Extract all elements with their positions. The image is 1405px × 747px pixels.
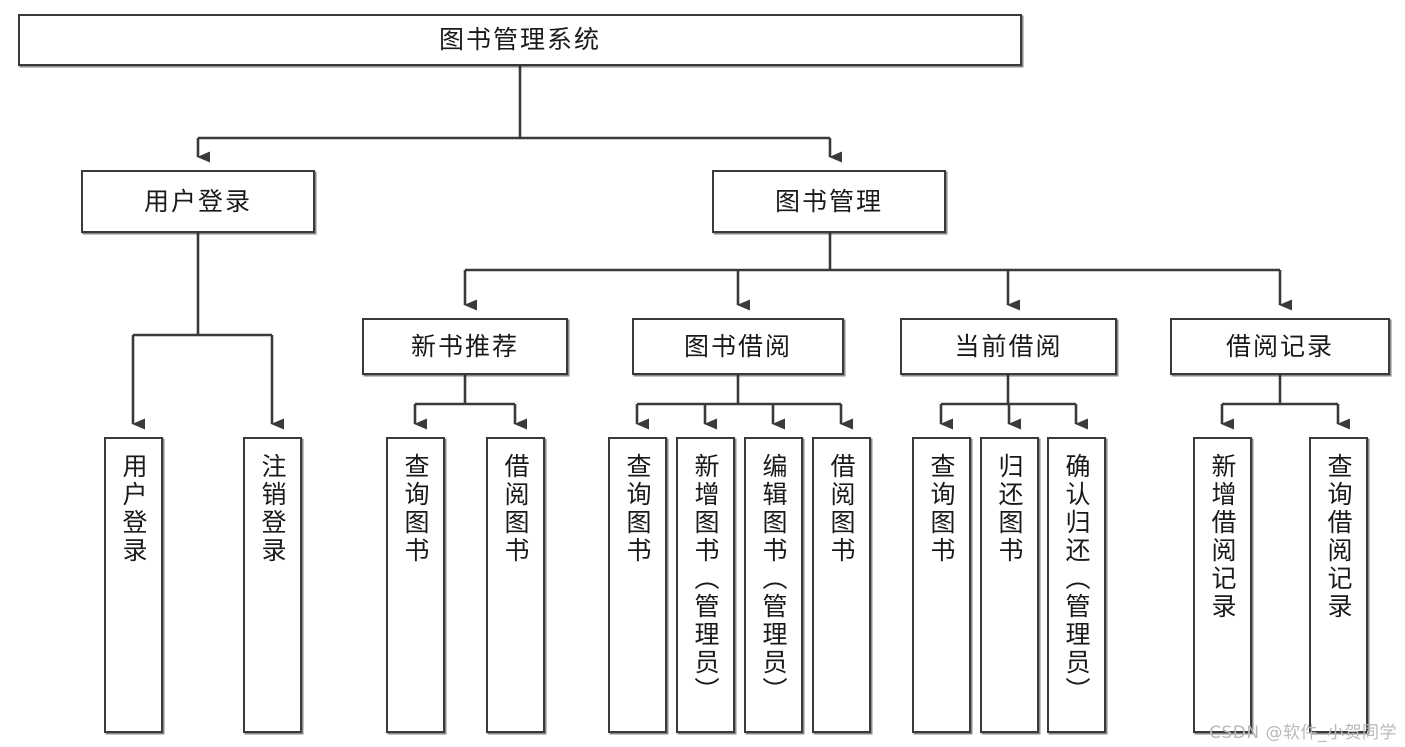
node-label: 新增图书（管理员） (691, 453, 720, 705)
node-label: 当前借阅 (954, 331, 1063, 361)
node-label: 借阅图书 (501, 453, 530, 565)
node-label: 确认归还（管理员） (1062, 453, 1091, 705)
node-book-management[interactable]: 图书管理 (712, 170, 946, 233)
leaf-borrow-record-query[interactable]: 查询借阅记录 (1309, 437, 1368, 733)
node-label: 图书管理 (774, 186, 883, 216)
node-label: 用户登录 (119, 453, 148, 565)
node-label: 查询借阅记录 (1324, 453, 1353, 621)
leaf-user-login-login[interactable]: 用户登录 (104, 437, 163, 733)
node-borrow-record[interactable]: 借阅记录 (1170, 318, 1390, 375)
leaf-current-borrow-query[interactable]: 查询图书 (912, 437, 971, 733)
node-new-book-recommend[interactable]: 新书推荐 (362, 318, 568, 375)
node-label: 新增借阅记录 (1208, 453, 1237, 621)
leaf-book-borrow-add[interactable]: 新增图书（管理员） (676, 437, 735, 733)
leaf-new-book-borrow[interactable]: 借阅图书 (486, 437, 545, 733)
node-label: 借阅记录 (1225, 331, 1334, 361)
leaf-book-borrow-borrow[interactable]: 借阅图书 (812, 437, 871, 733)
node-label: 查询图书 (401, 453, 430, 565)
node-book-borrow[interactable]: 图书借阅 (632, 318, 844, 375)
leaf-current-borrow-confirm-return[interactable]: 确认归还（管理员） (1047, 437, 1106, 733)
leaf-user-login-logout[interactable]: 注销登录 (243, 437, 302, 733)
node-label: 借阅图书 (827, 453, 856, 565)
node-label: 图书管理系统 (438, 25, 601, 54)
csdn-watermark: CSDN @软件_小贺同学 (1209, 723, 1397, 743)
leaf-borrow-record-add[interactable]: 新增借阅记录 (1193, 437, 1252, 733)
node-label: 新书推荐 (410, 331, 519, 361)
leaf-current-borrow-return[interactable]: 归还图书 (980, 437, 1039, 733)
node-label: 图书借阅 (683, 331, 792, 361)
node-label: 编辑图书（管理员） (759, 453, 788, 705)
leaf-book-borrow-edit[interactable]: 编辑图书（管理员） (744, 437, 803, 733)
leaf-new-book-query[interactable]: 查询图书 (386, 437, 445, 733)
node-root-book-management-system[interactable]: 图书管理系统 (18, 14, 1022, 66)
node-label: 归还图书 (995, 453, 1024, 565)
node-label: 查询图书 (927, 453, 956, 565)
node-current-borrow[interactable]: 当前借阅 (900, 318, 1117, 375)
node-label: 查询图书 (623, 453, 652, 565)
leaf-book-borrow-query[interactable]: 查询图书 (608, 437, 667, 733)
node-label: 用户登录 (143, 186, 252, 216)
node-user-login[interactable]: 用户登录 (81, 170, 315, 233)
node-label: 注销登录 (258, 453, 287, 565)
